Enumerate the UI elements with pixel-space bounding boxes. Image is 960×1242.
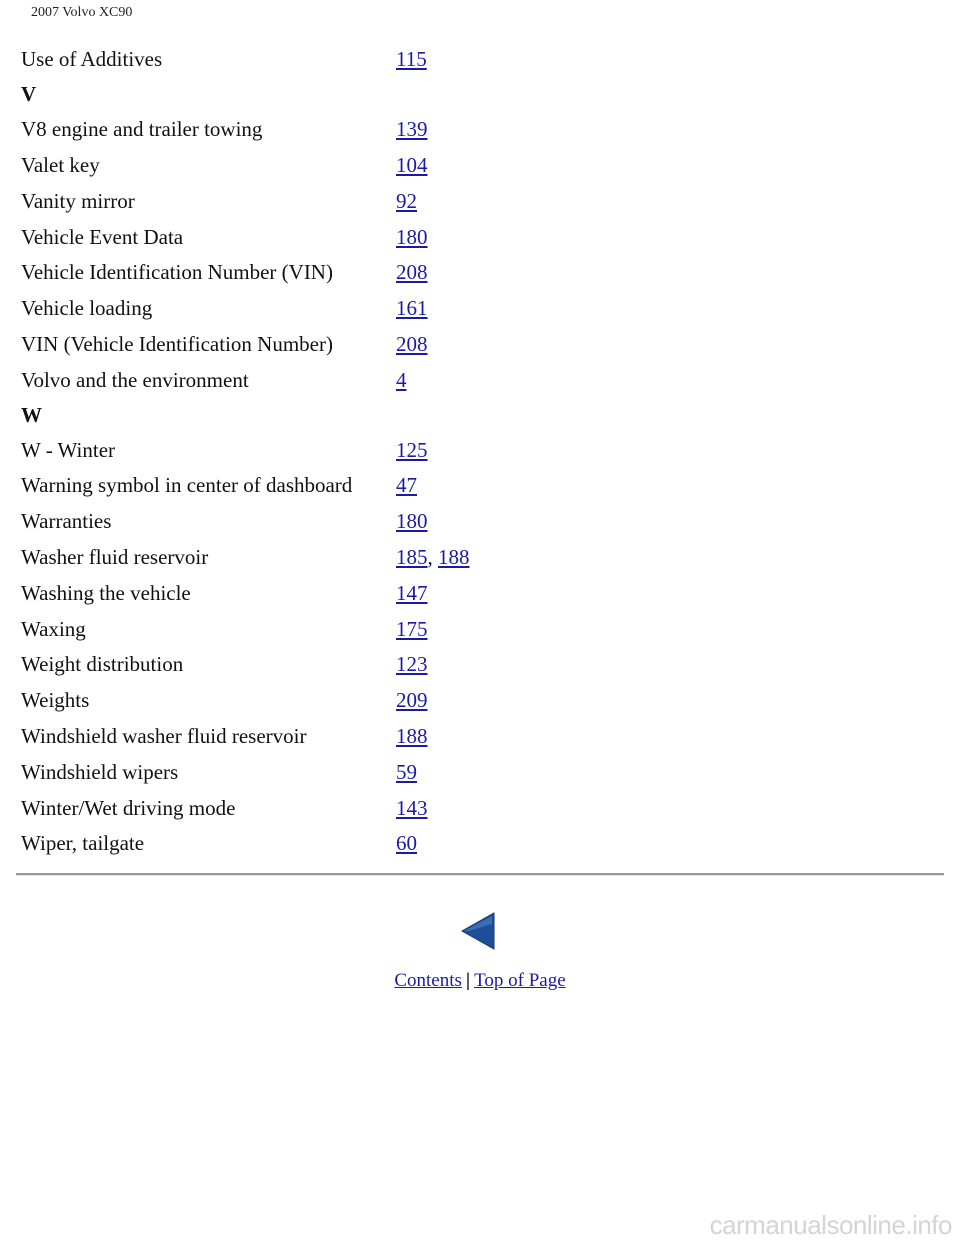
index-entry: Use of Additives 115 xyxy=(21,42,921,78)
page-link[interactable]: 92 xyxy=(396,188,417,213)
page-references: 180 xyxy=(396,511,428,532)
index-entry: Vehicle Event Data 180 xyxy=(21,219,921,255)
index-entry: Vehicle loading 161 xyxy=(21,291,921,327)
page-link[interactable]: 209 xyxy=(396,688,428,713)
index-term: W - Winter xyxy=(21,437,116,462)
index-entry: Winter/Wet driving mode 143 xyxy=(21,790,921,826)
index-term: Washing the vehicle xyxy=(21,580,191,605)
page-link[interactable]: 125 xyxy=(396,437,428,462)
page-references: 59 xyxy=(396,759,417,784)
page-link[interactable]: 123 xyxy=(396,652,428,677)
page-references: 92 xyxy=(396,188,417,213)
page-separator: , xyxy=(427,544,438,569)
page-references: 125 xyxy=(396,437,428,462)
page-references: 175 xyxy=(396,616,428,641)
page-link[interactable]: 59 xyxy=(396,759,417,784)
index-section-letter: W xyxy=(21,402,42,427)
page-references: 208 xyxy=(396,262,428,283)
index-entry: Weights 209 xyxy=(21,683,921,719)
index-entry: Waxing 175 xyxy=(21,611,921,647)
page-link[interactable]: 208 xyxy=(396,331,428,356)
index-entry: Windshield wipers 59 xyxy=(21,754,921,790)
page-references: 185, 188 xyxy=(396,544,470,569)
index-entry: Warning symbol in center of dashboard 47 xyxy=(21,468,921,504)
page-references: 143 xyxy=(396,795,428,820)
page-link[interactable]: 4 xyxy=(396,367,407,392)
index-term: Vehicle Identification Number (VIN) xyxy=(21,260,333,285)
index-entry: Warranties 180 xyxy=(21,504,921,540)
page-link[interactable]: 180 xyxy=(396,509,428,534)
back-arrow-icon[interactable] xyxy=(461,912,495,950)
index-entry: VIN (Vehicle Identification Number) 208 xyxy=(21,327,921,363)
index-section-letter: V xyxy=(21,82,37,107)
page-link[interactable]: 60 xyxy=(396,831,417,856)
page-references: 188 xyxy=(396,723,428,748)
page-references: 123 xyxy=(396,654,428,675)
page-link[interactable]: 139 xyxy=(396,117,428,142)
index-term: Windshield washer fluid reservoir xyxy=(21,723,307,748)
index-entry: Vehicle Identification Number (VIN) 208 xyxy=(21,255,921,291)
page-link[interactable]: 115 xyxy=(396,47,427,72)
index-term: Volvo and the environment xyxy=(21,367,249,392)
page-link[interactable]: 180 xyxy=(396,224,428,249)
index-entry: Valet key 104 xyxy=(21,148,921,184)
index-term: Washer fluid reservoir xyxy=(21,544,209,569)
page-link[interactable]: 147 xyxy=(396,580,428,605)
index-term: Vanity mirror xyxy=(21,188,135,213)
page-references: 147 xyxy=(396,580,428,605)
index-term: Weight distribution xyxy=(21,652,184,677)
index-entry: Weight distribution 123 xyxy=(21,647,921,683)
page-link[interactable]: 161 xyxy=(396,296,428,321)
index-term: Vehicle loading xyxy=(21,296,153,321)
page-references: 161 xyxy=(396,298,428,319)
document-title: 2007 Volvo XC90 xyxy=(31,5,133,20)
footer-navigation: Contents|Top of Page xyxy=(0,970,960,992)
index-term: Waxing xyxy=(21,616,86,641)
index-entry: Washing the vehicle 147 xyxy=(21,575,921,611)
index-term: Valet key xyxy=(21,152,100,177)
page-link[interactable]: 175 xyxy=(396,616,428,641)
page-references: 208 xyxy=(396,331,428,356)
watermark: carmanualsonline.info xyxy=(709,1210,953,1240)
page-link[interactable]: 104 xyxy=(396,152,428,177)
index-term: Windshield wipers xyxy=(21,759,179,784)
index-entry: Volvo and the environment 4 xyxy=(21,362,921,398)
page-references: 115 xyxy=(396,49,427,70)
page-link[interactable]: 143 xyxy=(396,795,428,820)
index-term: VIN (Vehicle Identification Number) xyxy=(21,331,333,356)
index-entry: W - Winter 125 xyxy=(21,432,921,468)
nav-separator: | xyxy=(465,970,471,991)
index-entry: Windshield washer fluid reservoir 188 xyxy=(21,719,921,755)
index-entry: V8 engine and trailer towing 139 xyxy=(21,112,921,148)
index-term: Wiper, tailgate xyxy=(21,831,145,856)
index-term: Weights xyxy=(21,688,90,713)
page-references: 139 xyxy=(396,119,428,140)
index-term: Warranties xyxy=(21,509,112,534)
index-term: V8 engine and trailer towing xyxy=(21,117,263,142)
page-link[interactable]: 208 xyxy=(396,260,428,285)
index-term: Warning symbol in center of dashboard xyxy=(21,473,353,498)
index-entry: Wiper, tailgate 60 xyxy=(21,826,921,862)
index-term: Winter/Wet driving mode xyxy=(21,795,236,820)
page-link[interactable]: 185 xyxy=(396,544,428,569)
index-term: Vehicle Event Data xyxy=(21,224,184,249)
page-link[interactable]: 47 xyxy=(396,473,417,498)
page-references: 4 xyxy=(396,367,407,392)
page-link[interactable]: 188 xyxy=(438,544,470,569)
index-entry: Washer fluid reservoir 185, 188 xyxy=(21,540,921,576)
index-entry: Vanity mirror 92 xyxy=(21,183,921,219)
contents-link[interactable]: Contents xyxy=(394,970,462,991)
page-references: 180 xyxy=(396,224,428,249)
page-references: 60 xyxy=(396,833,417,854)
page-references: 209 xyxy=(396,690,428,711)
horizontal-divider xyxy=(16,873,944,876)
page-references: 104 xyxy=(396,152,428,177)
page-link[interactable]: 188 xyxy=(396,723,428,748)
index-term: Use of Additives xyxy=(21,47,163,72)
page-references: 47 xyxy=(396,475,417,496)
top-of-page-link[interactable]: Top of Page xyxy=(474,970,566,991)
